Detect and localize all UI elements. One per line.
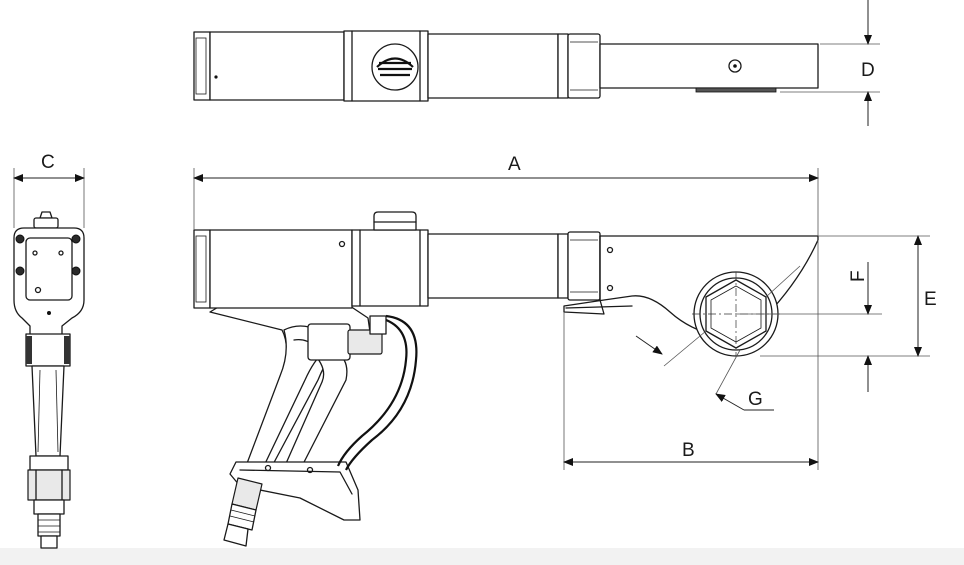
background-strip [0, 548, 964, 565]
dimension-E: E [760, 235, 937, 357]
dimension-D: D [780, 0, 880, 126]
side-switch-housing [351, 229, 429, 307]
dimension-B: B [563, 240, 819, 470]
label-E: E [924, 289, 937, 310]
label-G: G [748, 389, 763, 410]
top-reaction-arm [599, 43, 819, 89]
front-air-inlet-nut [27, 469, 71, 501]
dimension-G: G [635, 265, 801, 411]
side-view [193, 211, 819, 547]
side-motor-body [209, 229, 353, 309]
side-gear-body [427, 233, 559, 299]
dimension-F: F [736, 262, 882, 392]
top-arm-pin [728, 59, 742, 73]
side-valve-block [307, 323, 351, 361]
side-grip-base [229, 461, 361, 521]
dimension-C: C [13, 152, 85, 228]
label-B: B [682, 440, 695, 461]
label-A: A [508, 154, 521, 175]
front-air-fitting [37, 513, 61, 537]
front-view [13, 211, 85, 549]
top-switch-housing [343, 30, 429, 102]
top-gear-body [427, 33, 559, 99]
side-direction-knob [373, 211, 417, 231]
side-reaction-arm [563, 235, 819, 337]
front-neck [25, 333, 71, 367]
label-F: F [848, 270, 869, 282]
top-direction-knob [371, 43, 419, 91]
front-handle [31, 365, 65, 457]
side-head-collar [567, 231, 601, 301]
top-motor-body [209, 31, 345, 101]
label-C: C [41, 152, 55, 173]
top-view [193, 30, 819, 102]
dimension-A: A [193, 154, 819, 236]
front-head [13, 227, 85, 337]
top-head-collar [567, 33, 601, 99]
front-grip-base [29, 455, 69, 471]
label-D: D [861, 60, 875, 81]
